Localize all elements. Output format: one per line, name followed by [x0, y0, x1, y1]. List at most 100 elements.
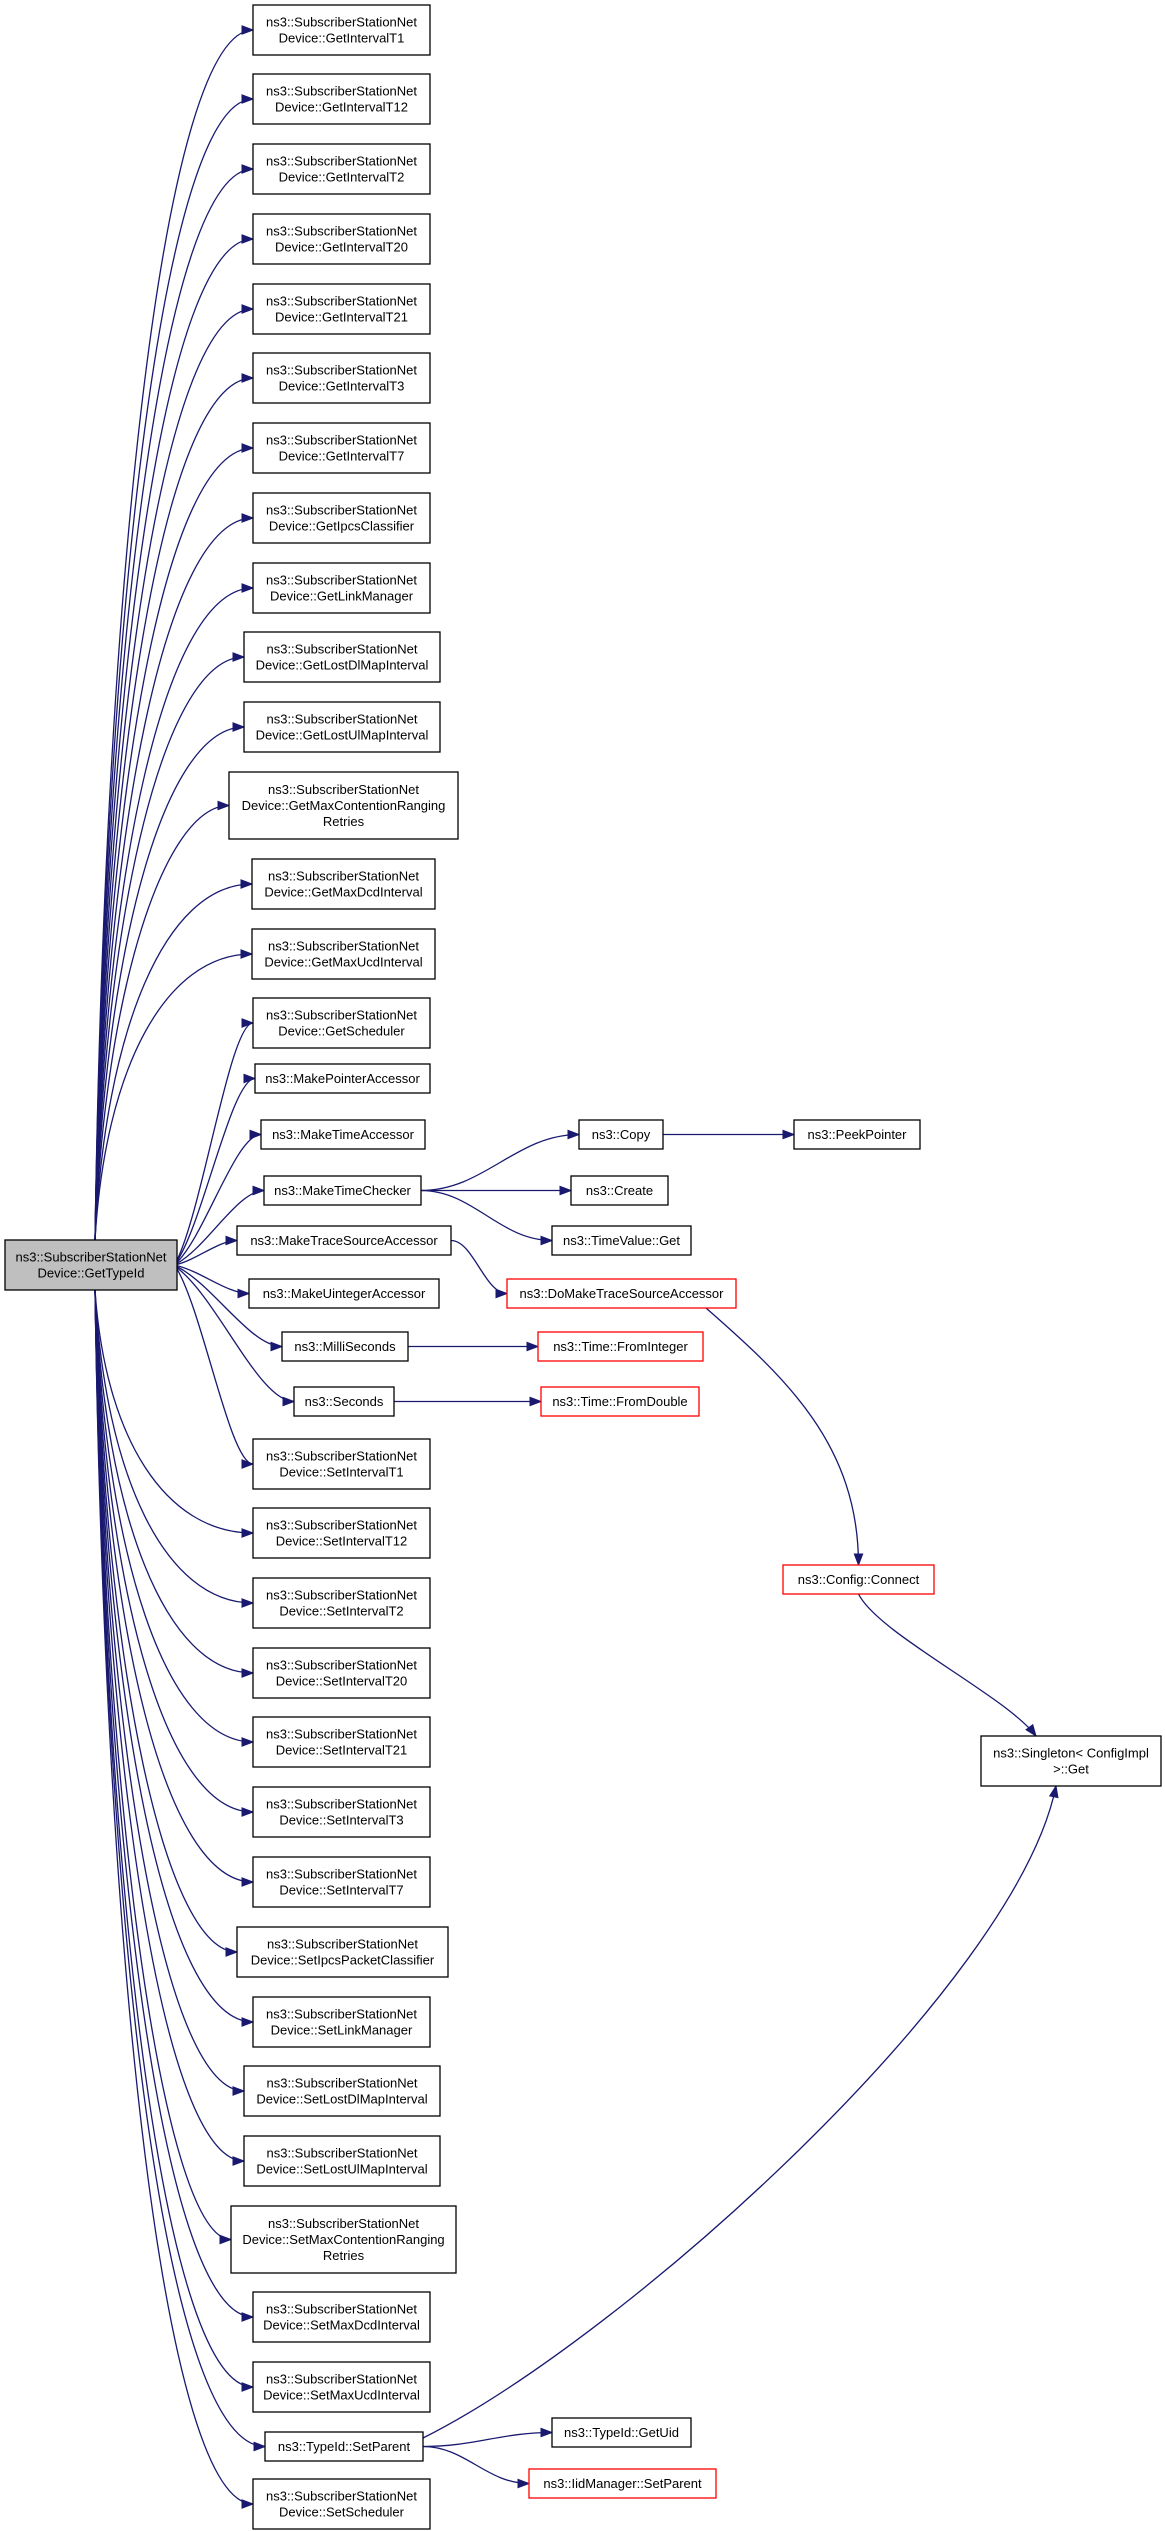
- node-ns3-subscriberstationnet-device-getscheduler[interactable]: ns3::SubscriberStationNetDevice::GetSche…: [252, 997, 431, 1049]
- node-ns3-subscriberstationnet-device-getintervalt1[interactable]: ns3::SubscriberStationNetDevice::GetInte…: [252, 4, 431, 56]
- node-ns3-time-frominteger[interactable]: ns3::Time::FromInteger: [537, 1331, 704, 1362]
- node-label-line: Device::GetIntervalT2: [279, 170, 405, 185]
- node-label-line: Device::GetIntervalT3: [279, 379, 405, 394]
- edge-root-to-n23-path: [176, 1268, 254, 1465]
- node-ns3-domaketracesourceaccessor[interactable]: ns3::DoMakeTraceSourceAccessor: [506, 1278, 737, 1309]
- edge-root-to-n23: [176, 1268, 255, 1469]
- node-ns3-iidmanager-setparent[interactable]: ns3::IidManager::SetParent: [528, 2468, 717, 2499]
- edge-n18-to-m1-path: [420, 1133, 580, 1192]
- node-label-line: Device::SetMaxContentionRanging: [242, 2232, 444, 2247]
- node-box: [252, 283, 431, 335]
- node-ns3-seconds[interactable]: ns3::Seconds: [293, 1386, 395, 1417]
- edge-n18-to-m3-arrowhead: [559, 1185, 573, 1196]
- node-ns3-maketimeaccessor[interactable]: ns3::MakeTimeAccessor: [260, 1119, 426, 1150]
- node-ns3-subscriberstationnet-device-setintervalt12[interactable]: ns3::SubscriberStationNetDevice::SetInte…: [252, 1507, 431, 1559]
- node-ns3-subscriberstationnet-device-getintervalt3[interactable]: ns3::SubscriberStationNetDevice::GetInte…: [252, 352, 431, 404]
- node-ns3-subscriberstationnet-device-setintervalt20[interactable]: ns3::SubscriberStationNetDevice::SetInte…: [252, 1647, 431, 1699]
- edge-root-to-n34-path: [94, 1289, 232, 2241]
- edge-root-to-n31: [94, 1289, 255, 2027]
- edge-root-to-n33-path: [94, 1289, 245, 2162]
- node-label-line: ns3::MakeTimeChecker: [274, 1183, 411, 1198]
- edge-root-to-n29-path: [94, 1289, 254, 1883]
- edge-root-to-n6-path: [94, 377, 254, 1241]
- node-ns3-subscriberstationnet-device-setipcspacketclassifier[interactable]: ns3::SubscriberStationNetDevice::SetIpcs…: [236, 1926, 449, 1978]
- edge-n37-to-m10-arrowhead: [540, 2427, 554, 2438]
- edge-root-to-n36-arrowhead: [241, 2382, 255, 2392]
- edge-root-to-n3-path: [94, 168, 254, 1241]
- node-ns3-subscriberstationnet-device-getintervalt2[interactable]: ns3::SubscriberStationNetDevice::GetInte…: [252, 143, 431, 195]
- node-ns3-subscriberstationnet-device-setmaxcontentionranging-retries[interactable]: ns3::SubscriberStationNetDevice::SetMaxC…: [230, 2205, 457, 2274]
- node-ns3-subscriberstationnet-device-getmaxdcdinterval[interactable]: ns3::SubscriberStationNetDevice::GetMaxD…: [251, 858, 436, 910]
- node-ns3-subscriberstationnet-device-getintervalt12[interactable]: ns3::SubscriberStationNetDevice::GetInte…: [252, 73, 431, 125]
- node-ns3-subscriberstationnet-device-gettypeid[interactable]: ns3::SubscriberStationNetDevice::GetType…: [4, 1239, 178, 1291]
- node-ns3-subscriberstationnet-device-setlinkmanager[interactable]: ns3::SubscriberStationNetDevice::SetLink…: [252, 1996, 431, 2048]
- node-label-line: Device::GetIntervalT7: [279, 449, 405, 464]
- node-label-line: ns3::SubscriberStationNet: [266, 1449, 417, 1464]
- edge-root-to-n1-arrowhead: [241, 25, 255, 35]
- edge-n19-to-m5: [450, 1239, 509, 1299]
- node-ns3-subscriberstationnet-device-getlostdlmapinterval[interactable]: ns3::SubscriberStationNetDevice::GetLost…: [243, 631, 441, 683]
- node-ns3-copy[interactable]: ns3::Copy: [578, 1119, 664, 1150]
- node-box: [980, 1735, 1162, 1787]
- edge-root-to-n27-arrowhead: [241, 1737, 255, 1747]
- edge-root-to-n27-path: [94, 1289, 254, 1743]
- node-label-line: Device::SetLinkManager: [271, 2023, 413, 2038]
- node-label-line: ns3::SubscriberStationNet: [266, 1518, 417, 1533]
- node-ns3-subscriberstationnet-device-setscheduler[interactable]: ns3::SubscriberStationNetDevice::SetSche…: [252, 2478, 431, 2530]
- node-label-line: ns3::SubscriberStationNet: [266, 642, 417, 657]
- node-ns3-subscriberstationnet-device-setlostdlmapinterval[interactable]: ns3::SubscriberStationNetDevice::SetLost…: [243, 2065, 441, 2117]
- node-ns3-maketracesourceaccessor[interactable]: ns3::MakeTraceSourceAccessor: [236, 1225, 452, 1256]
- node-ns3-makepointeraccessor[interactable]: ns3::MakePointerAccessor: [254, 1063, 431, 1094]
- edge-root-to-n37: [94, 1289, 267, 2452]
- node-ns3-subscriberstationnet-device-getintervalt20[interactable]: ns3::SubscriberStationNetDevice::GetInte…: [252, 213, 431, 265]
- edge-root-to-n19: [176, 1235, 239, 1266]
- node-ns3-subscriberstationnet-device-setmaxucdinterval[interactable]: ns3::SubscriberStationNetDevice::SetMaxU…: [252, 2361, 431, 2413]
- edge-root-to-n11: [94, 722, 246, 1241]
- node-label-line: Device::GetScheduler: [278, 1024, 405, 1039]
- edge-n21-to-m6: [408, 1341, 540, 1352]
- node-ns3-subscriberstationnet-device-setintervalt7[interactable]: ns3::SubscriberStationNetDevice::SetInte…: [252, 1856, 431, 1908]
- node-ns3-subscriberstationnet-device-setintervalt2[interactable]: ns3::SubscriberStationNetDevice::SetInte…: [252, 1577, 431, 1629]
- node-ns3-timevalue-get[interactable]: ns3::TimeValue::Get: [551, 1225, 692, 1256]
- node-box: [528, 2468, 717, 2499]
- node-ns3-subscriberstationnet-device-setmaxdcdinterval[interactable]: ns3::SubscriberStationNetDevice::SetMaxD…: [252, 2291, 431, 2343]
- node-ns3-subscriberstationnet-device-setintervalt3[interactable]: ns3::SubscriberStationNetDevice::SetInte…: [252, 1786, 431, 1838]
- edge-root-to-n5-path: [94, 308, 254, 1241]
- edge-n18-to-m4-path: [420, 1189, 553, 1242]
- edge-m8-to-m9: [857, 1593, 1037, 1738]
- node-ns3-subscriberstationnet-device-setlostulmapinterval[interactable]: ns3::SubscriberStationNetDevice::SetLost…: [243, 2135, 441, 2187]
- node-ns3-subscriberstationnet-device-getintervalt21[interactable]: ns3::SubscriberStationNetDevice::GetInte…: [252, 283, 431, 335]
- edge-root-to-n15-path: [176, 1022, 254, 1261]
- node-box: [4, 1239, 178, 1291]
- node-ns3-singleton-configimpl-get[interactable]: ns3::Singleton< ConfigImpl >::Get: [980, 1735, 1162, 1787]
- node-ns3-subscriberstationnet-device-setintervalt1[interactable]: ns3::SubscriberStationNetDevice::SetInte…: [252, 1438, 431, 1490]
- node-ns3-subscriberstationnet-device-getmaxucdinterval[interactable]: ns3::SubscriberStationNetDevice::GetMaxU…: [251, 928, 436, 980]
- node-ns3-maketimechecker[interactable]: ns3::MakeTimeChecker: [263, 1175, 422, 1206]
- node-box: [252, 352, 431, 404]
- edge-root-to-n1-path: [94, 29, 254, 1241]
- node-ns3-create[interactable]: ns3::Create: [570, 1175, 669, 1206]
- node-ns3-milliseconds[interactable]: ns3::MilliSeconds: [281, 1331, 409, 1362]
- node-ns3-makeuintegeraccessor[interactable]: ns3::MakeUintegerAccessor: [248, 1278, 440, 1309]
- node-ns3-subscriberstationnet-device-getipcsclassifier[interactable]: ns3::SubscriberStationNetDevice::GetIpcs…: [252, 492, 431, 544]
- node-ns3-peekpointer[interactable]: ns3::PeekPointer: [793, 1119, 921, 1150]
- node-label-line: ns3::SubscriberStationNet: [266, 154, 417, 169]
- node-ns3-subscriberstationnet-device-setintervalt21[interactable]: ns3::SubscriberStationNetDevice::SetInte…: [252, 1716, 431, 1768]
- node-ns3-typeid-getuid[interactable]: ns3::TypeId::GetUid: [551, 2417, 692, 2448]
- edge-root-to-n35-arrowhead: [241, 2312, 255, 2322]
- node-label-line: ns3::SubscriberStationNet: [266, 15, 417, 30]
- node-ns3-typeid-setparent[interactable]: ns3::TypeId::SetParent: [264, 2431, 424, 2462]
- node-ns3-subscriberstationnet-device-getintervalt7[interactable]: ns3::SubscriberStationNetDevice::GetInte…: [252, 422, 431, 474]
- node-ns3-time-fromdouble[interactable]: ns3::Time::FromDouble: [540, 1386, 700, 1417]
- node-ns3-subscriberstationnet-device-getlinkmanager[interactable]: ns3::SubscriberStationNetDevice::GetLink…: [252, 562, 431, 614]
- node-ns3-subscriberstationnet-device-getlostulmapinterval[interactable]: ns3::SubscriberStationNetDevice::GetLost…: [243, 701, 441, 753]
- node-ns3-config-connect[interactable]: ns3::Config::Connect: [782, 1564, 935, 1595]
- edge-root-to-n2-arrowhead: [241, 94, 255, 104]
- edge-root-to-n34: [94, 1289, 233, 2245]
- node-box: [252, 1716, 431, 1768]
- node-box: [551, 2417, 692, 2448]
- edge-root-to-n30-path: [94, 1289, 238, 1953]
- edge-root-to-n32: [94, 1289, 246, 2096]
- node-ns3-subscriberstationnet-device-getmaxcontentionranging-retries[interactable]: ns3::SubscriberStationNetDevice::GetMaxC…: [228, 771, 459, 840]
- edge-root-to-n6: [94, 373, 255, 1241]
